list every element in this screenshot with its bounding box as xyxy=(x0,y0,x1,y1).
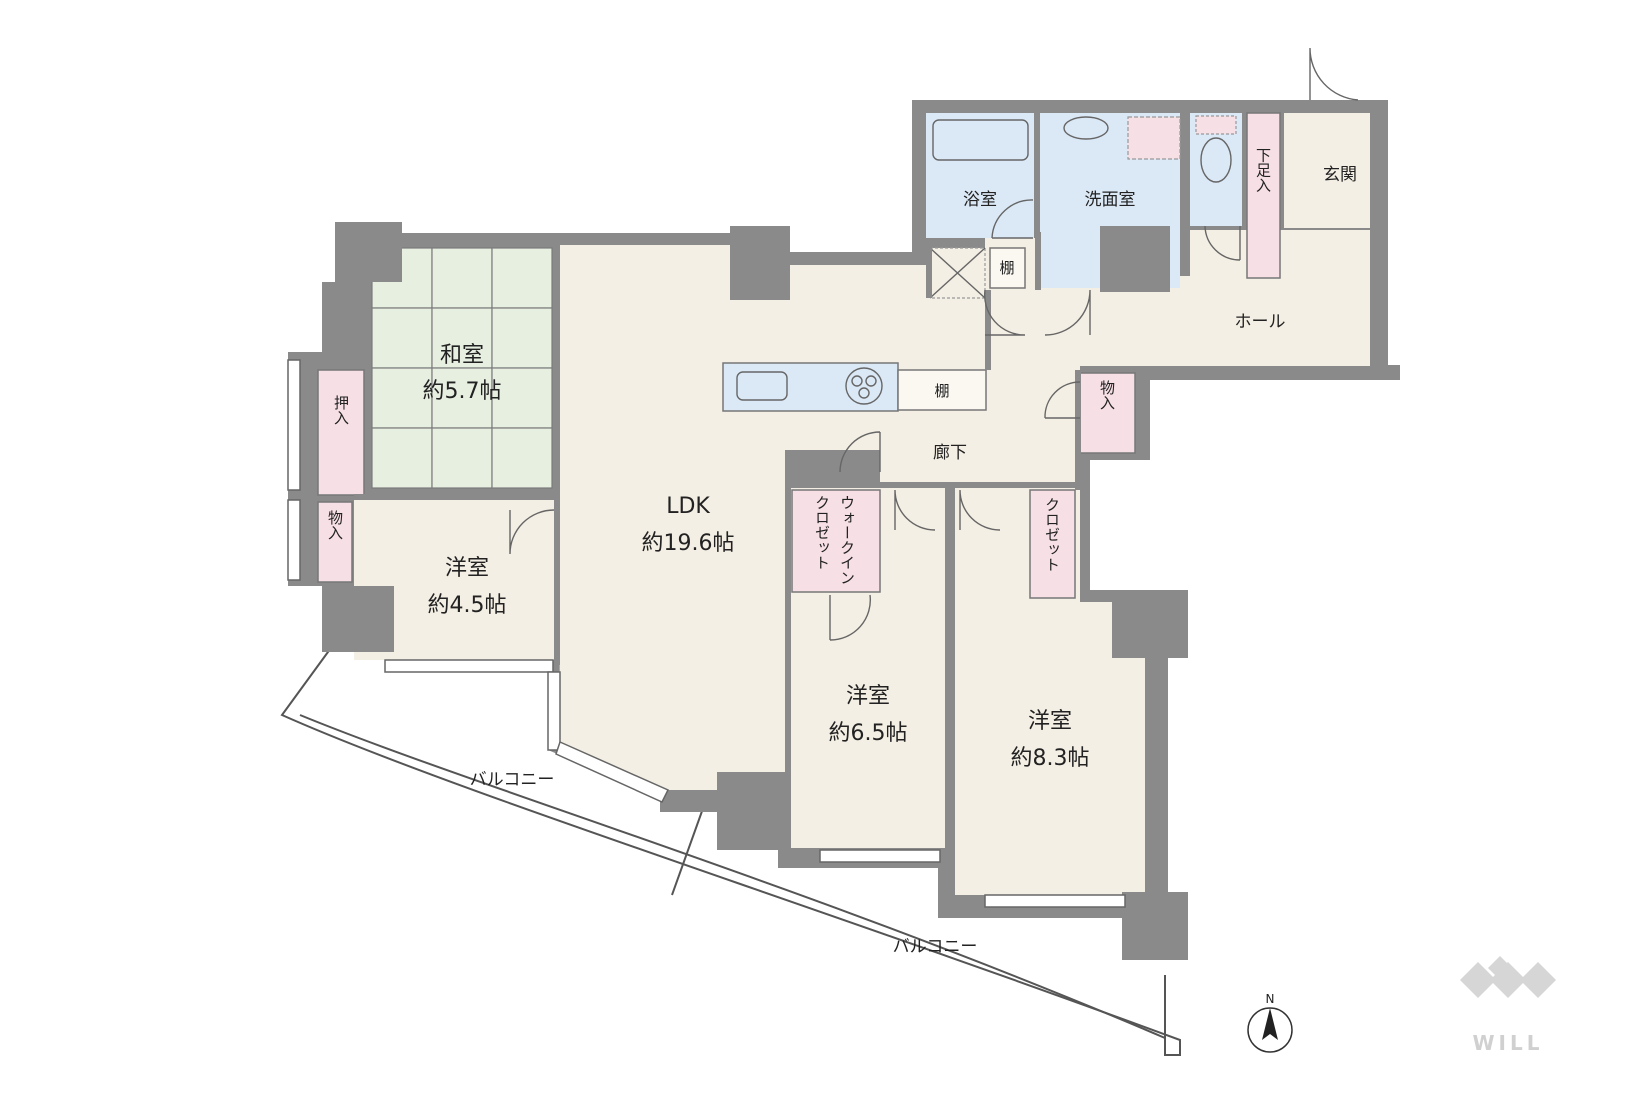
tana-kitchen-label: 棚 xyxy=(934,382,949,400)
yoshitsu-c-floor xyxy=(955,488,1145,895)
tana-kitchen-shelf xyxy=(897,369,987,411)
monoire-left-label: 物入 xyxy=(326,510,344,540)
logo-text: WILL xyxy=(1473,1031,1544,1055)
entrance-floor xyxy=(1284,113,1370,228)
logo-mark-icon xyxy=(1460,962,1496,998)
toilet-icon xyxy=(1200,137,1232,183)
walkin-closet xyxy=(791,489,881,593)
windows xyxy=(287,359,1126,908)
inner-walls xyxy=(354,113,1190,902)
ldk-size: 約19.6帖 xyxy=(642,531,735,556)
oshiire-label: 押入 xyxy=(332,395,350,425)
closet-c xyxy=(1029,489,1076,599)
bath-name: 浴室 xyxy=(963,190,997,210)
door-swings xyxy=(509,47,1359,641)
yoshitsu-a-name: 洋室 xyxy=(445,556,489,581)
yoshitsu-b-name: 洋室 xyxy=(846,684,890,709)
sink-icon xyxy=(736,371,788,401)
toilet-tank-icon xyxy=(1195,115,1237,135)
washitsu-name: 和室 xyxy=(440,343,484,368)
closet-label: クロゼット xyxy=(1043,497,1061,572)
monoire-hall-closet xyxy=(1079,372,1136,454)
compass-north-label: N xyxy=(1266,992,1275,1006)
north-arrow-icon xyxy=(1262,1008,1278,1040)
balcony-left-label: バルコニー xyxy=(470,770,555,790)
washing-machine-icon xyxy=(1127,116,1181,160)
ldk-name: LDK xyxy=(666,494,710,519)
monoire-left-closet xyxy=(317,501,353,583)
yoshitsu-c-size: 約8.3帖 xyxy=(1011,746,1090,771)
structural-columns xyxy=(322,222,1188,960)
getabako-closet xyxy=(1246,112,1281,279)
stove-icon xyxy=(845,367,883,405)
washitsu-size: 約5.7帖 xyxy=(423,379,502,404)
bath-floor xyxy=(926,113,1034,238)
walkin-label-line1: ウォークイン xyxy=(838,495,856,585)
yoshitsu-a-size: 約4.5帖 xyxy=(428,593,507,618)
washroom-name: 洗面室 xyxy=(1085,190,1136,210)
bathtub-icon xyxy=(932,119,1029,161)
will-logo: WILL xyxy=(1460,956,1556,1055)
entrance-name: 玄関 xyxy=(1323,165,1357,185)
oshiire-closet xyxy=(317,369,365,496)
hall-name: ホール xyxy=(1235,312,1286,332)
getabako-label: 下足入 xyxy=(1254,148,1272,193)
tana-wash-shelf xyxy=(989,247,1026,289)
tatami-mats xyxy=(371,247,553,489)
yoshitsu-b-size: 約6.5帖 xyxy=(829,721,908,746)
washbasin-icon xyxy=(1063,116,1109,140)
balcony-right-label: バルコニー xyxy=(893,937,978,957)
yoshitsu-c-name: 洋室 xyxy=(1028,709,1072,734)
compass: N xyxy=(1247,992,1293,1053)
storage-units xyxy=(317,112,1281,599)
corridor-floor xyxy=(880,415,1080,488)
balcony-outline xyxy=(280,640,1181,1056)
monoire-hall-label: 物入 xyxy=(1098,380,1116,410)
tana-wash-label: 棚 xyxy=(999,259,1014,277)
walkin-label-line2: クロゼット xyxy=(813,495,831,570)
corridor-name: 廊下 xyxy=(933,443,967,463)
